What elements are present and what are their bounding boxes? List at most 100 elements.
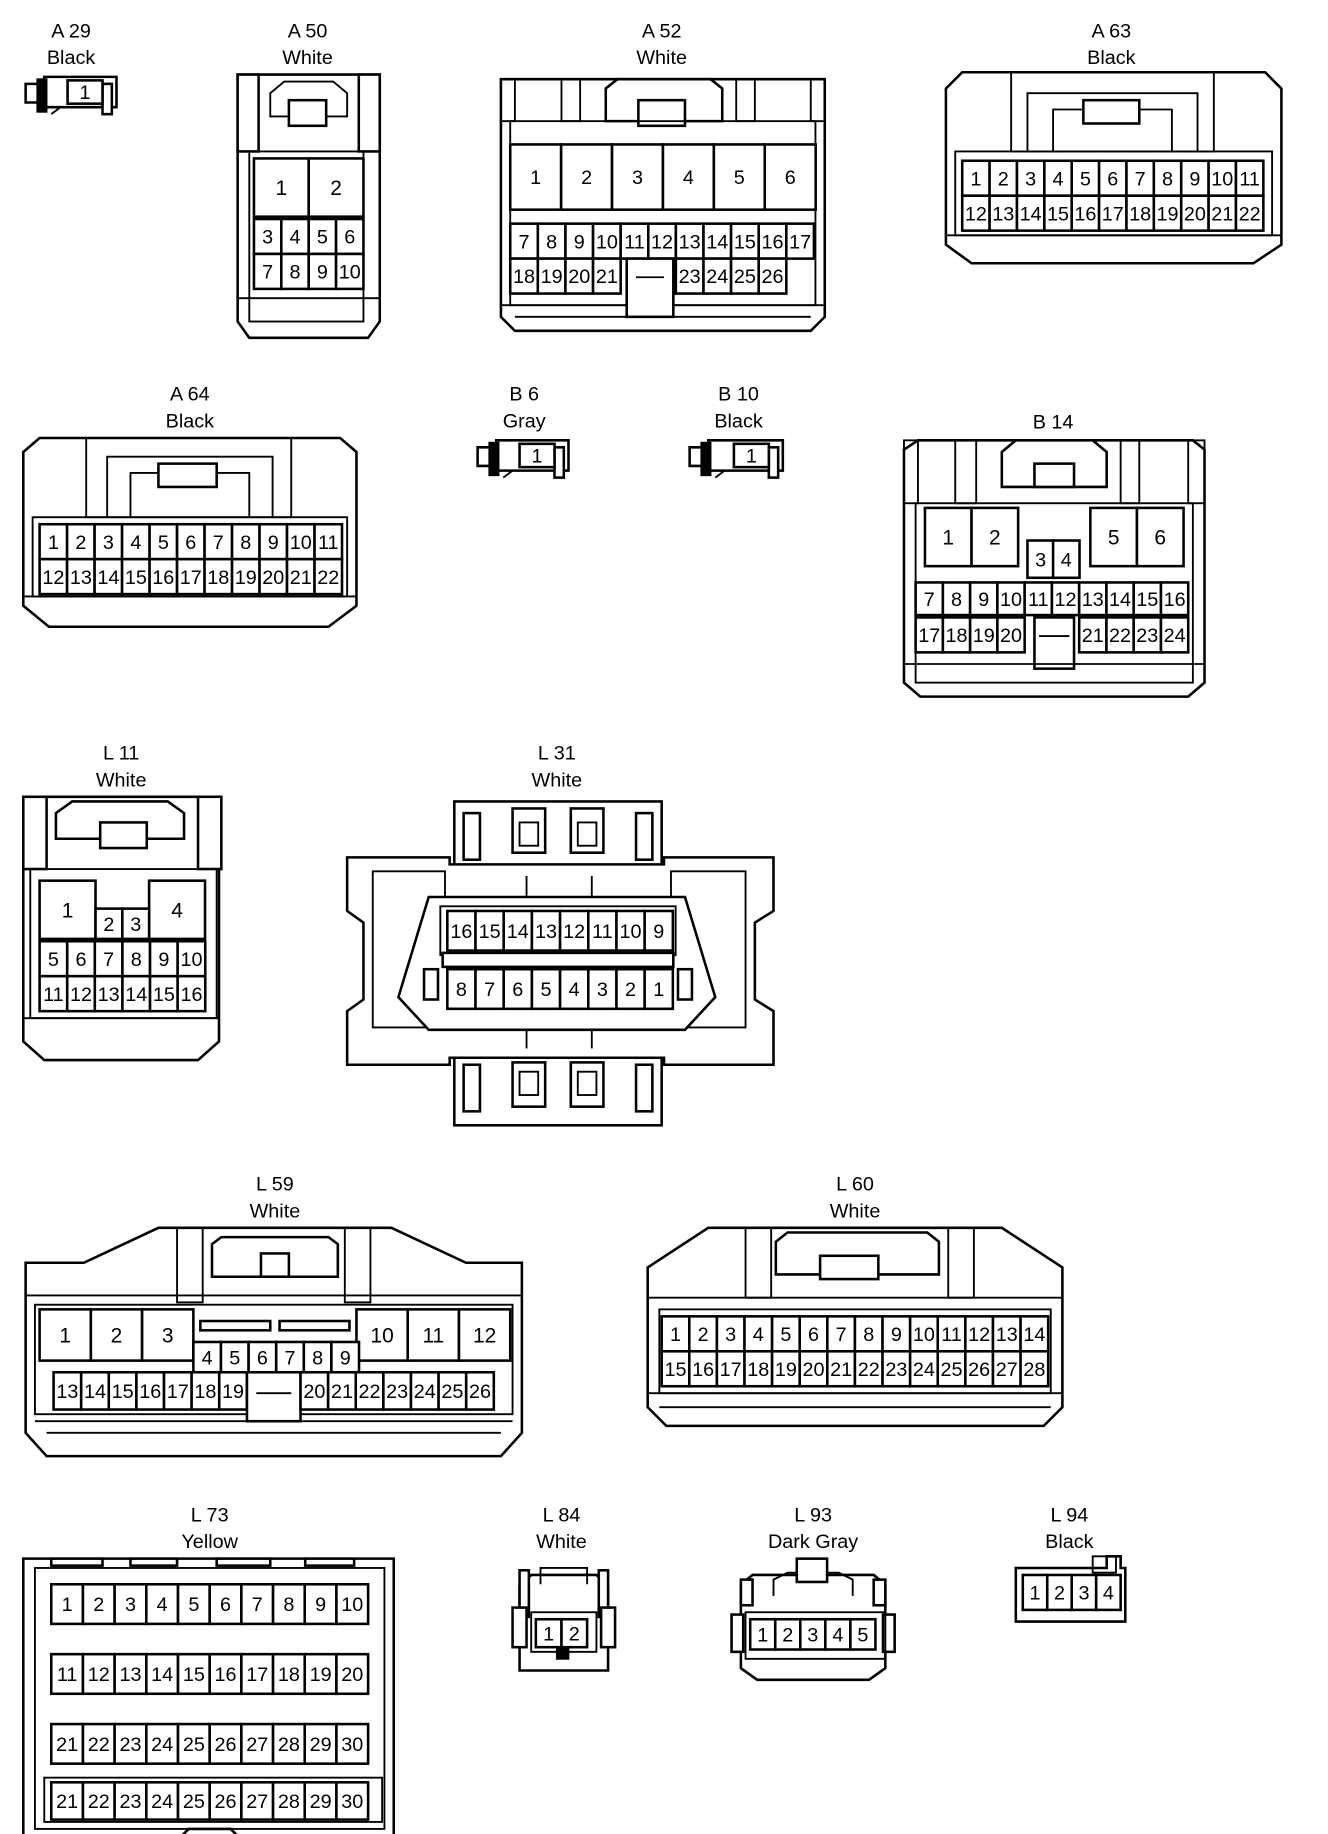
pin-number: 11 (422, 1325, 444, 1348)
pin-cell (615, 909, 646, 952)
housing-part (22, 795, 48, 871)
pin-number: 20 (568, 266, 590, 288)
pin-cell (743, 1315, 774, 1353)
pin-number: 11 (941, 1324, 962, 1346)
pin-number: 25 (941, 1359, 963, 1381)
pin-number: 4 (1103, 1583, 1114, 1605)
pin-cell (1125, 194, 1156, 232)
pin-number: 30 (341, 1791, 363, 1813)
pin-cell (712, 143, 767, 211)
pin-cell (38, 1308, 93, 1362)
pin-cell (970, 506, 1020, 568)
pin-number: 3 (125, 1594, 136, 1616)
pin-cell (135, 1370, 166, 1411)
pin-number: 9 (891, 1324, 902, 1346)
housing-part (196, 795, 223, 871)
pin-number: 15 (479, 921, 501, 943)
housing-part (634, 1063, 654, 1113)
pin-cell (258, 557, 289, 596)
pin-number: 22 (88, 1791, 110, 1813)
pin-number: 9 (315, 1594, 326, 1616)
pin-number: 22 (858, 1359, 880, 1381)
housing-part (287, 98, 328, 128)
pin-cell (335, 1781, 370, 1821)
pin-number: 1 (1030, 1583, 1041, 1605)
pin-number: 11 (318, 532, 339, 554)
housing-part (881, 1613, 896, 1654)
pin-number: 8 (863, 1324, 874, 1346)
pin-number: 1 (532, 446, 543, 468)
pin-cell (94, 907, 124, 941)
pin-cell (1234, 159, 1265, 197)
pin-number: 10 (1000, 589, 1022, 611)
connector-id: A 50 (288, 20, 328, 42)
pin-cell (65, 522, 96, 561)
pin-cell (960, 194, 991, 232)
pin-number: 18 (194, 1381, 216, 1403)
pin-number: 8 (312, 1347, 323, 1369)
pin-number: 13 (535, 921, 557, 943)
pin-cell (334, 217, 365, 256)
pin-number: 16 (761, 231, 783, 253)
pin-number: 20 (341, 1664, 363, 1686)
pin-number: 14 (507, 921, 529, 943)
pin-number: 2 (782, 1625, 793, 1647)
pin-number: 29 (310, 1791, 332, 1813)
pin-cell (558, 909, 590, 952)
housing-outline (539, 1567, 589, 1585)
pin-cell (203, 557, 234, 596)
housing-part (488, 441, 500, 477)
pin-cell (1043, 194, 1074, 232)
pin-number: 21 (56, 1791, 78, 1813)
housing-part (511, 1606, 528, 1649)
pin-number: 7 (1135, 168, 1146, 190)
pin-cell (991, 1315, 1022, 1353)
pin-cell (558, 967, 590, 1011)
housing-part (744, 1611, 887, 1660)
connector-color: Black (1087, 47, 1136, 69)
pin-cell (307, 252, 338, 291)
pin-number: 17 (720, 1359, 742, 1381)
pin-number: 24 (151, 1791, 173, 1813)
pin-cell (121, 974, 152, 1013)
pin-number: 1 (62, 1594, 73, 1616)
pin-cell (1015, 159, 1046, 197)
pin-number: 3 (597, 979, 608, 1001)
pin-number: 9 (317, 262, 328, 284)
pin-number: 13 (70, 567, 92, 589)
pin-number: 21 (1211, 203, 1233, 225)
pin-cell (1094, 1573, 1122, 1612)
pin-number: 2 (330, 177, 342, 200)
pin-cell (1021, 1573, 1049, 1612)
pin-number: 10 (341, 1594, 363, 1616)
connector-id: A 64 (170, 384, 210, 406)
pin-number: 2 (998, 168, 1009, 190)
pin-number: 23 (679, 266, 701, 288)
pin-number: 15 (112, 1381, 134, 1403)
pin-cell (530, 909, 562, 952)
pin-number: 13 (1082, 589, 1104, 611)
pin-cell (113, 1722, 148, 1765)
pin-cell (145, 1781, 180, 1821)
pin-cell (240, 1582, 275, 1626)
pin-cell (145, 1582, 180, 1626)
housing-part (555, 1646, 570, 1660)
pin-number: 4 (569, 979, 580, 1001)
pin-number: 6 (808, 1324, 819, 1346)
pin-number: 26 (469, 1381, 491, 1403)
pin-number: 8 (131, 949, 142, 971)
pin-number: 26 (761, 266, 783, 288)
pin-number: 25 (183, 1734, 205, 1756)
pin-number: 22 (1109, 625, 1131, 647)
pin-number: 6 (185, 532, 196, 554)
pin-number: 2 (111, 1325, 123, 1348)
pin-cell (280, 217, 310, 256)
pin-number: 1 (80, 82, 91, 104)
pin-number: 5 (780, 1324, 791, 1346)
pin-number: 13 (56, 1381, 78, 1403)
